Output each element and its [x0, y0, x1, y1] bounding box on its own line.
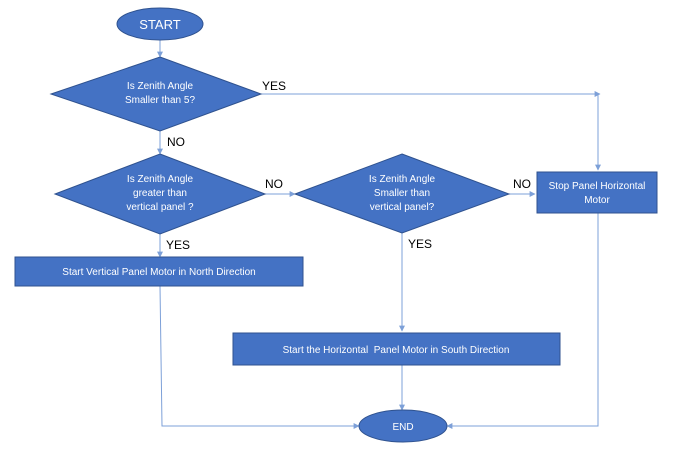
edge-label-no-middle: NO	[265, 177, 283, 191]
edge-label-yes-middle: YES	[408, 237, 432, 251]
process-start-vertical-north: Start Vertical Panel Motor in North Dire…	[14, 256, 304, 287]
decision3-line3: vertical panel?	[370, 202, 435, 213]
process-start-horizontal-south: Start the Horizontal Panel Motor in Sout…	[232, 332, 561, 366]
decision2-line2: greater than	[133, 188, 187, 199]
connector-vertical-to-end	[159, 285, 360, 429]
vertical-north-label: Start Vertical Panel Motor in North Dire…	[62, 267, 255, 278]
decision-smaller-than-vertical: Is Zenith Angle Smaller than vertical pa…	[293, 153, 511, 234]
end-label: END	[392, 422, 413, 433]
edge-label-no-first: NO	[167, 135, 185, 149]
end-terminal: END	[358, 409, 448, 443]
stop-line1: Stop Panel Horizontal	[549, 181, 646, 192]
decision3-line2: Smaller than	[374, 188, 430, 199]
stop-line2: Motor	[584, 195, 610, 206]
edge-labels: YES NO NO NO YES YES	[166, 79, 531, 252]
edge-label-yes-top: YES	[262, 79, 286, 93]
decision1-line1: Is Zenith Angle	[127, 81, 194, 92]
connectors	[157, 40, 601, 429]
decision-zenith-smaller-than-5: Is Zenith Angle Smaller than 5?	[49, 56, 263, 132]
decision2-line1: Is Zenith Angle	[127, 174, 194, 185]
connector-stop-to-end	[446, 213, 599, 429]
start-terminal: START	[116, 7, 204, 41]
decision-greater-than-vertical: Is Zenith Angle greater than vertical pa…	[53, 153, 267, 235]
edge-label-yes-left: YES	[166, 238, 190, 252]
decision3-line1: Is Zenith Angle	[369, 174, 436, 185]
edge-label-no-right: NO	[513, 177, 531, 191]
decision1-line2: Smaller than 5?	[125, 95, 195, 106]
process-stop-horizontal-motor: Stop Panel Horizontal Motor	[536, 171, 658, 214]
decision2-line3: vertical panel ?	[126, 202, 194, 213]
start-label: START	[139, 17, 180, 32]
horizontal-south-label: Start the Horizontal Panel Motor in Sout…	[283, 345, 510, 356]
